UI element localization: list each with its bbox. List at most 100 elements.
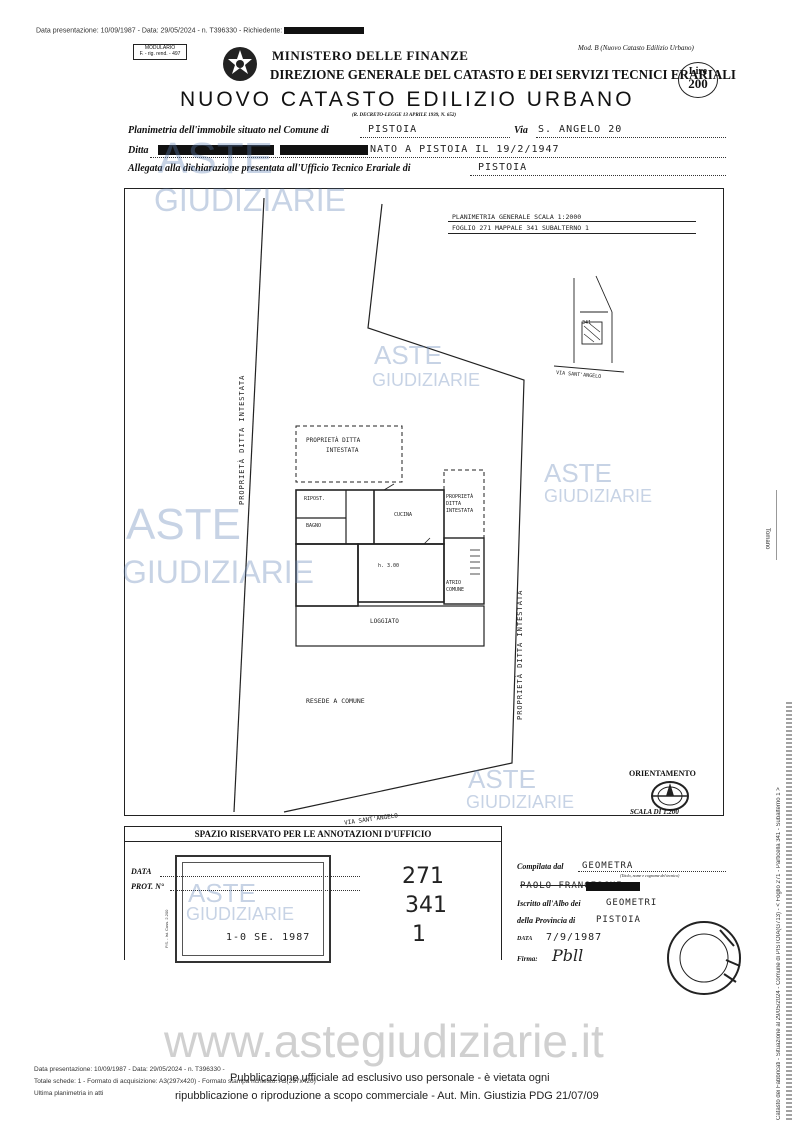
- room-bagno: BAGNO: [306, 523, 322, 529]
- ditta-redaction: [158, 145, 274, 155]
- watermark-site: www.astegiudiziarie.it: [164, 1015, 604, 1067]
- top-meta: Data presentazione: 10/09/1987 - Data: 2…: [36, 27, 365, 34]
- watermark-aste-2: ASTE: [374, 340, 442, 370]
- foglio-number: 271: [402, 864, 444, 889]
- compilata-sub: (Titolo, nome e cognome del tecnico): [620, 873, 680, 878]
- annotation-data-label: DATA: [131, 867, 152, 876]
- iscritto-label: Iscritto all'Albo dei: [517, 899, 581, 908]
- side-label-left: PROPRIETÀ DITTA INTESTATA: [238, 374, 246, 505]
- room-atrio: ATRIO COMUNE: [446, 580, 464, 594]
- office-stamp-inner: [182, 862, 324, 956]
- ditta-value: NATO A PISTOIA IL 19/2/1947: [370, 144, 560, 155]
- firma-signature: Pbll: [552, 946, 584, 965]
- comune-underline: [360, 137, 510, 138]
- side-barcode: [786, 700, 792, 1120]
- ditta-underline: [150, 157, 726, 158]
- footer-notice-1: Pubblicazione ufficiale ad esclusivo uso…: [230, 1072, 550, 1084]
- footer-meta-3: Ultima planimetria in atti: [34, 1090, 104, 1097]
- lire-value: 200: [688, 76, 708, 91]
- room-atrio-2: COMUNE: [446, 587, 465, 593]
- via-underline: [536, 137, 726, 138]
- modulario-box: MODULARIO F. - rig. rend. - 497: [133, 44, 187, 60]
- allegata-label: Allegata alla dichiarazione presentata a…: [128, 163, 411, 174]
- modulario-label: MODULARIO: [144, 45, 176, 51]
- mappale-number: 341: [405, 893, 447, 918]
- document-title: NUOVO CATASTO EDILIZIO URBANO: [180, 88, 635, 111]
- watermark-aste-3: ASTE: [544, 458, 612, 488]
- compilata-label: Compilata dal: [517, 862, 564, 871]
- room-prop-small-3: INTESTATA: [446, 508, 474, 514]
- side-vertical-text: Catasto dei Fabbricati - Situazione al 2…: [776, 787, 782, 1120]
- compilata-line: [578, 871, 726, 872]
- compass-icon: [651, 781, 689, 811]
- room-prop-small: PROPRIETÀ DITTA INTESTATA: [446, 494, 473, 515]
- plan-title-line2: FOGLIO 271 MAPPALE 341 SUBALTERNO 1: [452, 224, 589, 232]
- floor-plan-drawing: [233, 197, 625, 813]
- watermark-aste-1: ASTE: [158, 134, 273, 183]
- footer-meta-1: Data presentazione: 10/09/1987 - Data: 2…: [34, 1066, 225, 1073]
- iscritto-value: GEOMETRI: [606, 898, 658, 908]
- plan-frame: [124, 188, 724, 816]
- room-cucina: CUCINA: [394, 512, 413, 518]
- direction-title: DIREZIONE GENERALE DEL CATASTO E DEI SER…: [270, 68, 736, 83]
- room-top-line1: PROPRIETÀ DITTA: [306, 437, 361, 444]
- watermark-giudiziarie-6: GIUDIZIARIE: [186, 904, 295, 924]
- annotation-header: SPAZIO RISERVATO PER LE ANNOTAZIONI D'UF…: [124, 826, 502, 842]
- watermark-aste-5: ASTE: [468, 764, 536, 794]
- decree-ref: (R. DECRETO-LEGGE 13 APRILE 1939, N. 652…: [352, 113, 457, 118]
- professional-seal-icon: [667, 921, 741, 995]
- watermark-giudiziarie-5: GIUDIZIARIE: [466, 792, 575, 812]
- annotation-prot-line: [170, 890, 360, 891]
- resede-label: RESEDE A COMUNE: [306, 697, 365, 705]
- tecnico-name: PAOLO FRANCESCHI: [520, 881, 623, 891]
- republic-emblem-icon: [223, 47, 257, 81]
- stamp-side-code: P.S. - Ist. Cuss. 2.200: [164, 909, 169, 948]
- plan-title-rule-2: [448, 233, 696, 234]
- annotation-prot-label: PROT. N°: [131, 882, 165, 891]
- watermark-aste-4: ASTE: [126, 500, 241, 549]
- footer-notice-2: ripubblicazione o riproduzione a scopo c…: [175, 1090, 599, 1102]
- mini-parcel: 341: [582, 320, 592, 326]
- annotation-area: [124, 842, 502, 960]
- room-height: h. 3.00: [378, 563, 400, 569]
- provincia-value: PISTOIA: [596, 915, 641, 925]
- lire-stamp: Lire 200: [678, 62, 718, 98]
- via-label: Via: [514, 125, 528, 136]
- room-ripost: RIPOST.: [304, 496, 326, 502]
- mod-b-label: Mod. B (Nuovo Catasto Edilizio Urbano): [578, 44, 694, 52]
- room-top-line2: INTESTATA: [326, 447, 359, 454]
- watermark-giudiziarie-1: GIUDIZIARIE: [154, 182, 347, 218]
- lire-label: Lire: [688, 66, 708, 77]
- ministry-title: MINISTERO DELLE FINANZE: [272, 48, 469, 63]
- rdata-value: 7/9/1987: [546, 932, 603, 943]
- room-prop-small-2: DITTA: [446, 501, 462, 507]
- side-stamp: Tomano: [764, 528, 770, 550]
- office-stamp-date: 1-0 SE. 1987: [226, 932, 311, 943]
- side-label-right: PROPRIETÀ DITTA INTESTATA: [516, 589, 524, 720]
- ditta-label: Ditta: [128, 145, 149, 156]
- watermark-giudiziarie-3: GIUDIZIARIE: [544, 486, 653, 506]
- redaction: [284, 27, 365, 34]
- watermark-aste-6: ASTE: [188, 878, 256, 908]
- orientamento-label: ORIENTAMENTO: [629, 769, 696, 778]
- room-prop-small-1: PROPRIETÀ: [446, 494, 474, 500]
- plan-title-line1: PLANIMETRIA GENERALE SCALA 1:2000: [452, 213, 582, 221]
- planimetria-label: Planimetria dell'immobile situato nel Co…: [128, 125, 329, 136]
- rdata-label: DATA: [517, 936, 533, 942]
- watermark-giudiziarie-2: GIUDIZIARIE: [372, 370, 481, 390]
- via-value: S. ANGELO 20: [538, 124, 623, 135]
- ditta-redaction-2: [280, 145, 368, 155]
- footer-meta-2: Totale schede: 1 - Formato di acquisizio…: [34, 1078, 316, 1085]
- room-loggiato: LOGGIATO: [370, 618, 399, 625]
- watermark-giudiziarie-4: GIUDIZIARIE: [122, 554, 315, 590]
- modulario-code: F. - rig. rend. - 497: [139, 51, 181, 57]
- firma-label: Firma:: [517, 955, 538, 963]
- plan-title-rule: [448, 221, 696, 222]
- office-stamp-frame: [175, 855, 331, 963]
- annotation-data-line: [160, 876, 360, 877]
- compilata-value: GEOMETRA: [582, 861, 634, 871]
- sub-number: 1: [412, 922, 426, 947]
- comune-value: PISTOIA: [368, 124, 418, 135]
- ufficio-value: PISTOIA: [478, 162, 528, 173]
- scala-label: SCALA DI 1.200: [630, 808, 679, 816]
